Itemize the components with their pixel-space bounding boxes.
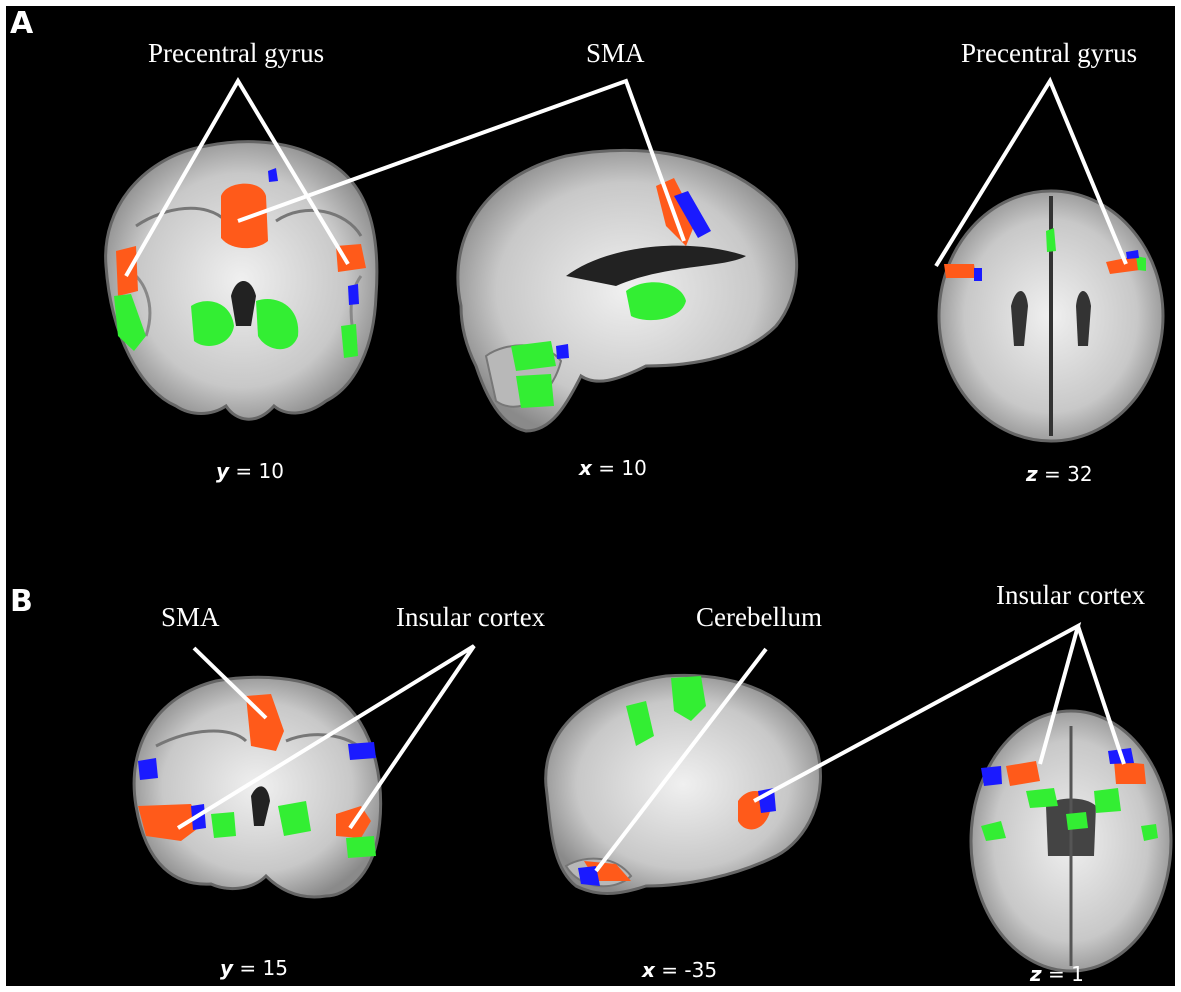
activation-clusters-axial-a	[944, 228, 1146, 281]
activation-cluster-blue	[348, 742, 376, 760]
label-precentral-gyrus-left: Precentral gyrus	[148, 38, 325, 68]
slice-coordinate-a-2: x = 10	[579, 456, 647, 480]
brain-slice-coronal-b	[132, 675, 383, 899]
label-sma-b: SMA	[161, 602, 220, 632]
activation-cluster-green	[191, 301, 234, 346]
activation-cluster-green	[341, 324, 358, 358]
leader-lines-a	[124, 76, 1128, 277]
slice-coordinate-b-2: x = -35	[642, 958, 718, 982]
activation-cluster-green	[114, 294, 146, 351]
activation-cluster-green	[981, 821, 1006, 841]
activation-cluster-blue	[138, 758, 158, 780]
activation-cluster-orange	[1006, 761, 1040, 786]
activation-cluster-green	[671, 676, 706, 721]
activation-cluster-blue	[1126, 250, 1139, 259]
activation-cluster-green	[346, 836, 376, 858]
activation-cluster-orange	[336, 244, 366, 272]
brain-slice-axial-a	[937, 189, 1165, 443]
activation-cluster-green	[511, 341, 556, 371]
activation-cluster-green	[278, 801, 311, 836]
activation-cluster-green	[626, 282, 686, 321]
activation-cluster-green	[1094, 788, 1121, 813]
label-insular-cortex-left: Insular cortex	[396, 602, 546, 632]
activation-clusters-coronal-a	[114, 168, 366, 358]
label-precentral-gyrus-right: Precentral gyrus	[961, 38, 1138, 68]
leader-lines-b	[176, 622, 1126, 873]
activation-cluster-blue	[674, 191, 711, 238]
activation-cluster-orange	[1106, 256, 1140, 274]
brain-slice-coronal-a	[104, 140, 379, 421]
activation-cluster-blue	[268, 168, 278, 182]
panel-letter-a: A	[10, 6, 34, 41]
activation-cluster-blue	[981, 766, 1002, 786]
activation-cluster-orange	[1114, 761, 1146, 784]
activation-clusters-axial-b	[981, 748, 1158, 841]
activation-cluster-blue	[578, 866, 600, 886]
activation-cluster-green	[1141, 824, 1158, 841]
activation-cluster-green	[1066, 812, 1088, 830]
activation-cluster-green	[1046, 228, 1056, 252]
brain-slices-figure	[104, 76, 1173, 973]
figure-frame: A Precentral gyrus SMA Precentral gyrus …	[6, 6, 1175, 986]
activation-cluster-orange	[944, 264, 976, 278]
label-sma-a: SMA	[586, 38, 645, 68]
activation-cluster-green	[211, 812, 236, 838]
slice-coordinate-a-1: y = 10	[216, 459, 284, 483]
activation-clusters-sagittal-b	[578, 676, 776, 886]
activation-cluster-green	[1136, 256, 1146, 271]
activation-cluster-blue	[556, 344, 569, 359]
coord-separator: =	[229, 459, 259, 483]
slice-coordinate-b-1: y = 15	[220, 956, 288, 980]
activation-cluster-green	[256, 299, 299, 350]
coord-separator: =	[591, 456, 622, 480]
activation-cluster-blue	[974, 268, 982, 281]
activation-cluster-orange	[221, 183, 268, 249]
slice-coordinate-a-3: z = 32	[1026, 462, 1093, 486]
slice-coordinate-b-3: z = 1	[1030, 962, 1084, 986]
coord-separator: =	[1037, 462, 1068, 486]
panel-letter-b: B	[10, 584, 33, 619]
label-cerebellum: Cerebellum	[696, 602, 822, 632]
activation-cluster-blue	[348, 284, 359, 305]
activation-cluster-green	[626, 701, 654, 746]
coord-separator: =	[654, 958, 685, 982]
activation-cluster-orange	[138, 804, 201, 841]
brain-slice-axial-b	[969, 709, 1173, 973]
activation-cluster-green	[516, 374, 554, 408]
label-insular-cortex-right: Insular cortex	[996, 580, 1146, 610]
coord-separator: =	[233, 956, 263, 980]
activation-cluster-green	[1026, 788, 1058, 808]
coord-separator: =	[1041, 962, 1072, 986]
